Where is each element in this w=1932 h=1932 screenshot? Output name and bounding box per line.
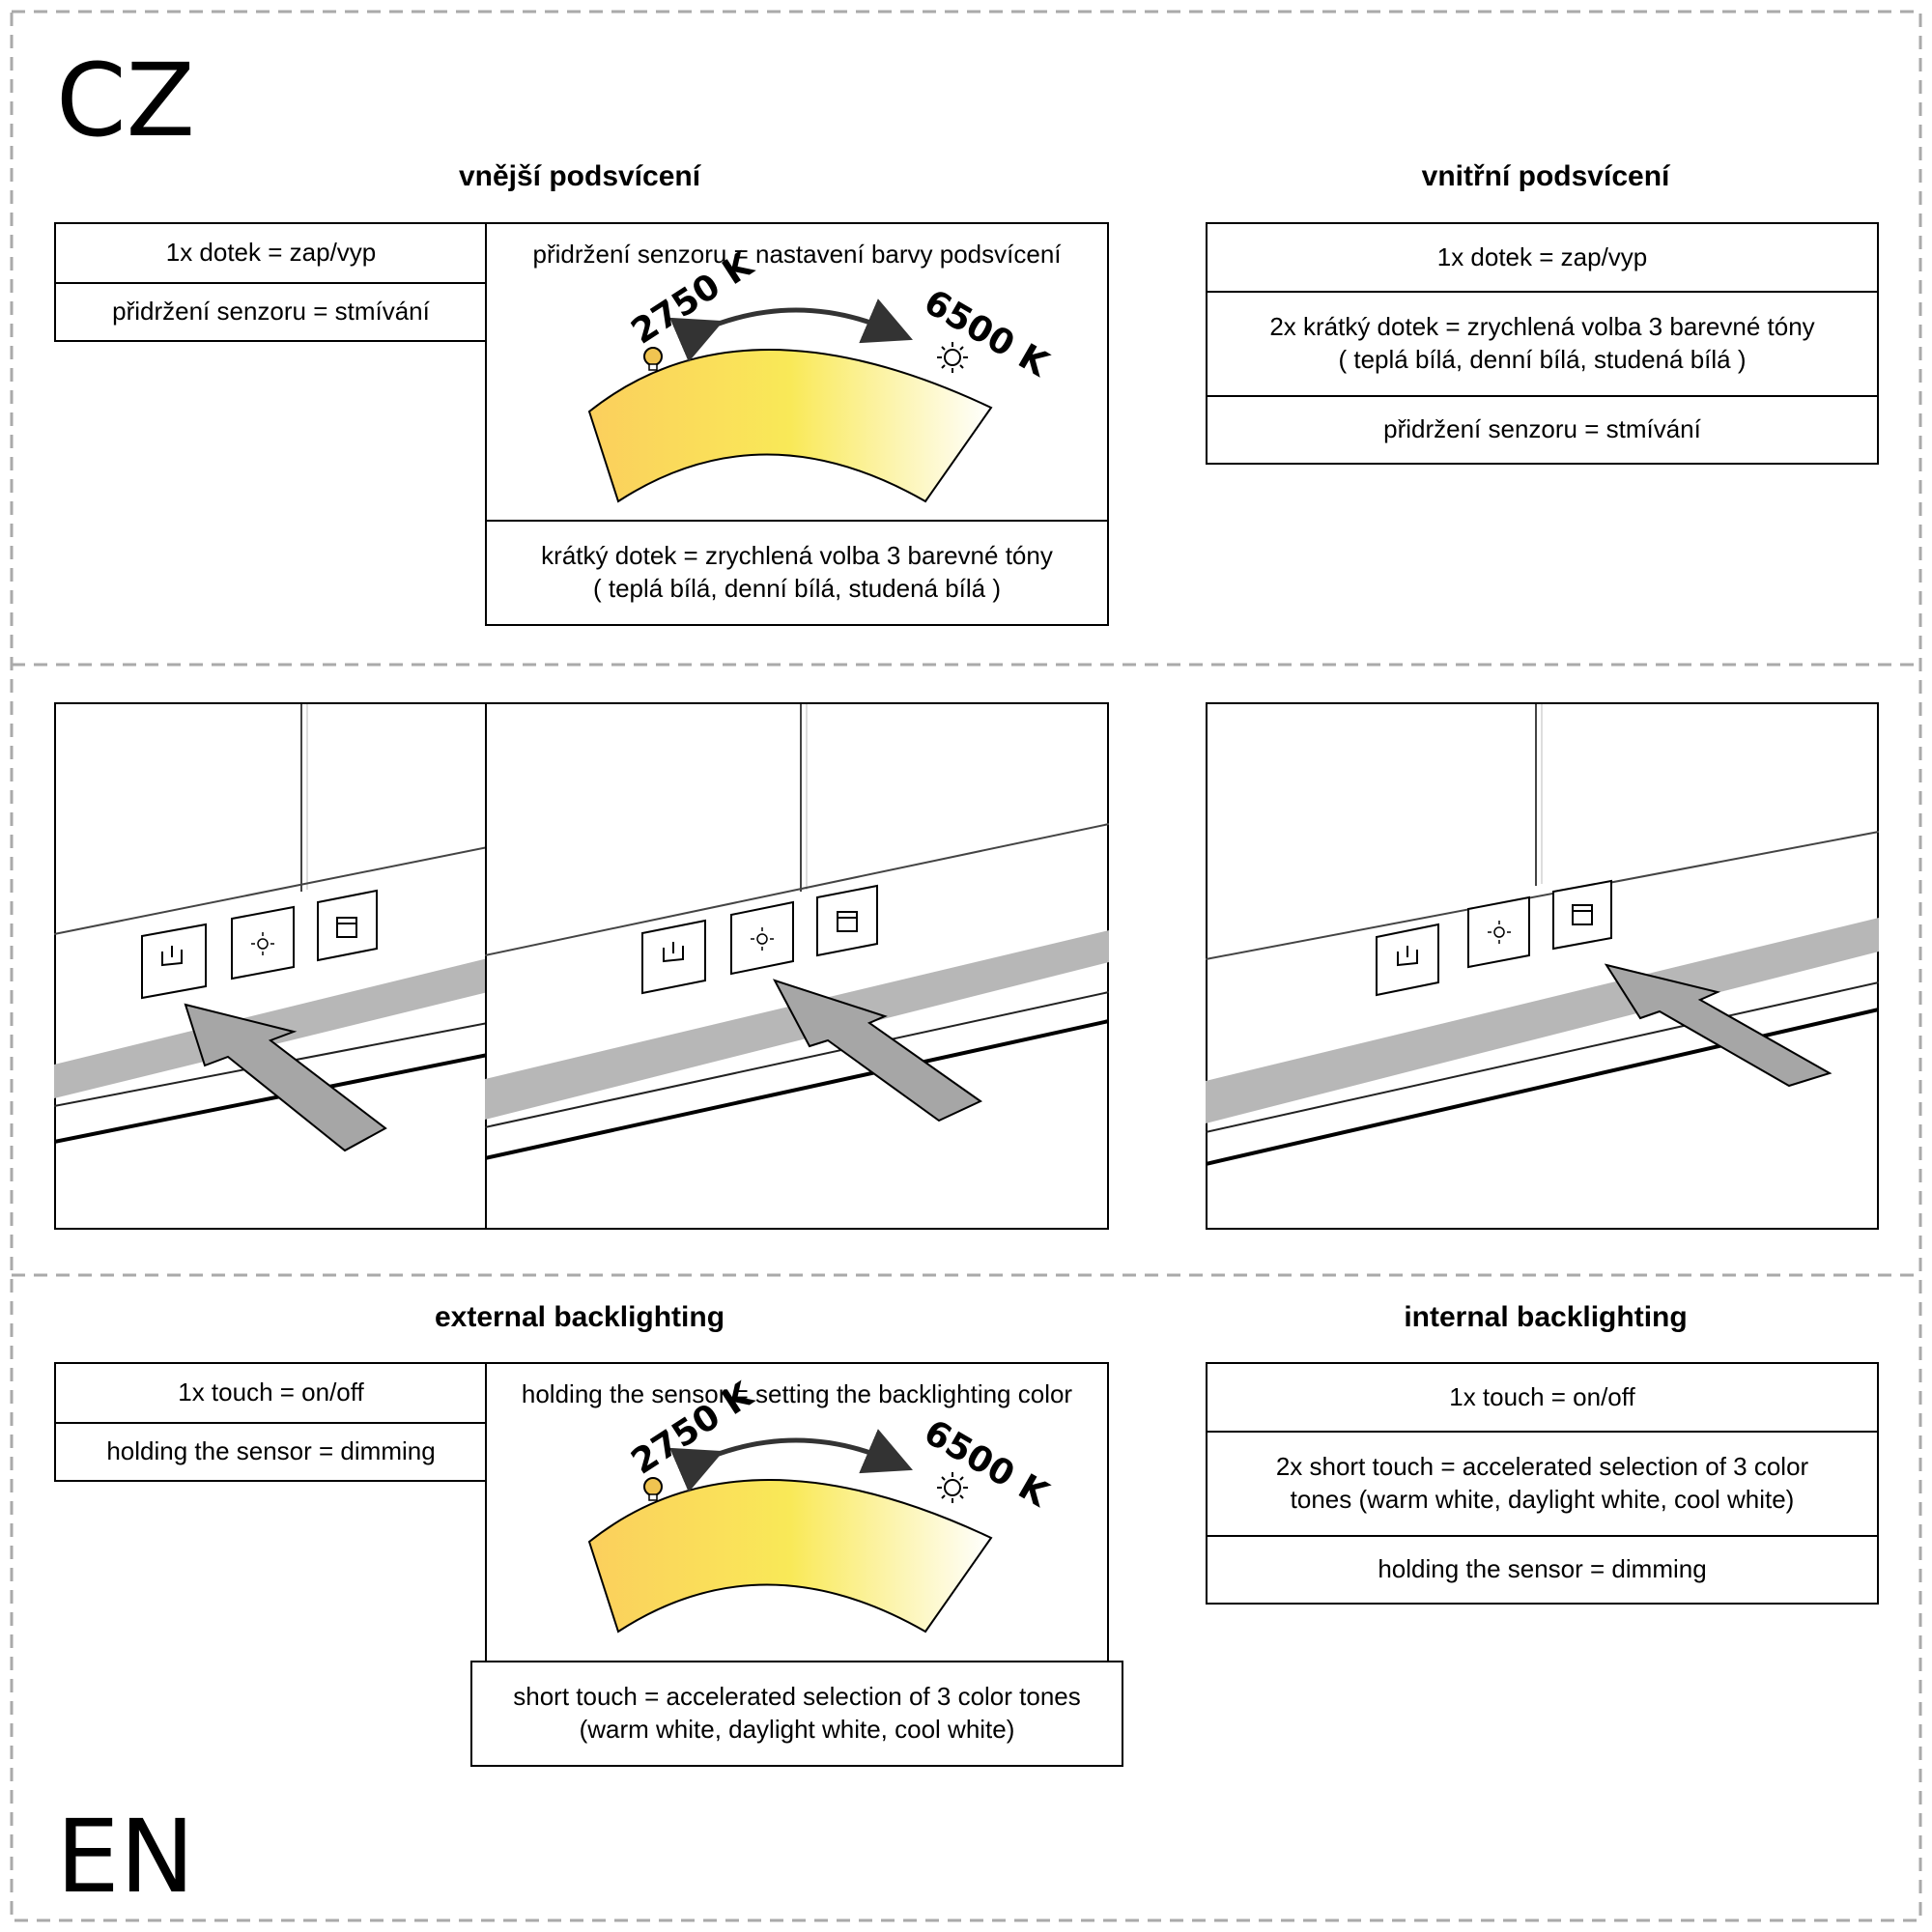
illustration-external-hold <box>485 702 1109 1230</box>
sun-icon <box>751 927 774 951</box>
int-double-touch-en: 2x short touch = accelerated selection o… <box>1206 1431 1879 1537</box>
warm-temp-label: 2750 K <box>625 1375 761 1483</box>
sun-icon <box>251 932 274 955</box>
language-label-cz: CZ <box>56 42 195 159</box>
pointer-arrow <box>772 979 982 1122</box>
cool-temp-label: 6500 K <box>918 1412 1056 1515</box>
power-icon <box>663 942 684 963</box>
int-double-touch-cz: 2x krátký dotek = zrychlená volba 3 bare… <box>1206 291 1879 397</box>
bulb-icon <box>643 1477 663 1501</box>
hold-dimming-en: holding the sensor = dimming <box>54 1422 488 1482</box>
int-touch-onoff-en: 1x touch = on/off <box>1206 1362 1879 1433</box>
pointer-arrow <box>1604 963 1833 1088</box>
power-icon <box>1397 946 1418 967</box>
light-icon <box>336 917 357 938</box>
external-title-cz: vnější podsvícení <box>458 160 701 192</box>
touch-onoff-en: 1x touch = on/off <box>54 1362 488 1424</box>
int-hold-dimming-en: holding the sensor = dimming <box>1206 1535 1879 1605</box>
color-setting-box-en: holding the sensor = setting the backlig… <box>485 1362 1109 1663</box>
external-title-en: external backlighting <box>434 1301 725 1333</box>
int-hold-dimming-cz: přidržení senzoru = stmívání <box>1206 395 1879 465</box>
sun-icon <box>1488 921 1511 944</box>
warm-temp-label: 2750 K <box>625 244 761 353</box>
int-touch-onoff-cz: 1x dotek = zap/vyp <box>1206 222 1879 293</box>
light-icon <box>1572 904 1593 925</box>
hold-color-label-en: holding the sensor = setting the backlig… <box>521 1379 1073 1408</box>
double-arrow <box>669 1429 913 1492</box>
pointer-arrow <box>184 1003 387 1152</box>
hold-dimming-cz: přidržení senzoru = stmívání <box>54 282 488 342</box>
color-temp-diagram-en: 2750 K 6500 K <box>587 1375 1056 1634</box>
language-label-en: EN <box>56 1798 195 1916</box>
sun-icon <box>937 1472 968 1503</box>
color-setting-box-cz: přidržení senzoru = nastavení barvy pods… <box>485 222 1109 523</box>
color-temp-diagram-cz: 2750 K 6500 K <box>587 244 1056 503</box>
double-arrow <box>669 298 913 362</box>
sun-icon <box>937 342 968 373</box>
color-gradient-arc <box>587 1479 993 1634</box>
touch-onoff-cz: 1x dotek = zap/vyp <box>54 222 488 284</box>
internal-title-en: internal backlighting <box>1404 1301 1688 1333</box>
color-gradient-arc <box>587 349 993 503</box>
illustration-internal-touch <box>1206 702 1879 1230</box>
power-icon <box>161 946 183 967</box>
short-touch-en: short touch = accelerated selection of 3… <box>470 1661 1123 1767</box>
cool-temp-label: 6500 K <box>918 282 1056 384</box>
short-touch-cz: krátký dotek = zrychlená volba 3 barevné… <box>485 520 1109 626</box>
hold-color-label-cz: přidržení senzoru = nastavení barvy pods… <box>532 240 1062 269</box>
internal-title-cz: vnitřní podsvícení <box>1421 160 1670 192</box>
illustration-external-touch <box>54 702 488 1230</box>
bulb-icon <box>643 347 663 371</box>
light-icon <box>837 911 858 932</box>
